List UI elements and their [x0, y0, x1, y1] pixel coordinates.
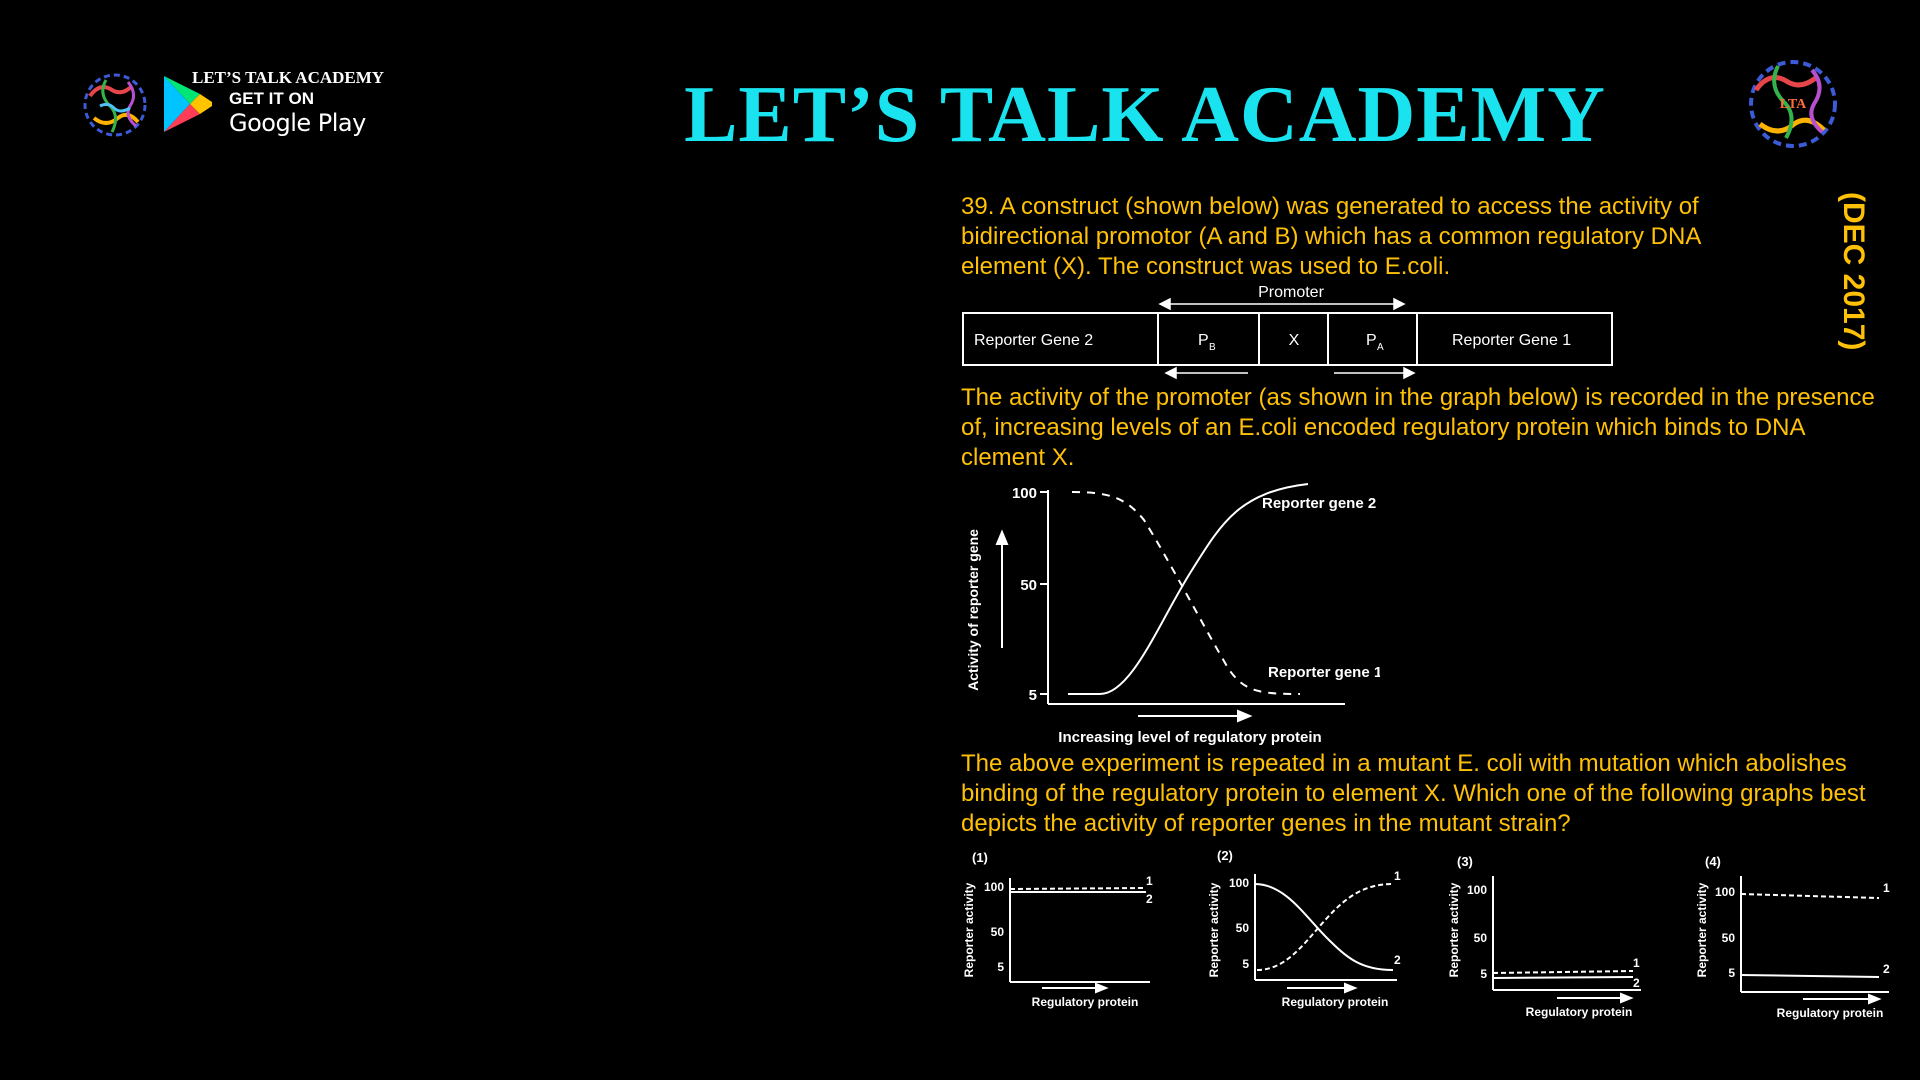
svg-text:Regulatory protein: Regulatory protein — [1526, 1005, 1633, 1019]
option-4-number: (4) — [1705, 854, 1721, 869]
svg-text:100: 100 — [984, 880, 1004, 894]
main-x-label: Increasing level of regulatory protein — [1058, 729, 1321, 746]
svg-text:100: 100 — [1229, 876, 1249, 890]
svg-text:5: 5 — [997, 960, 1004, 974]
option-2-number: (2) — [1217, 848, 1233, 863]
badge-academy-text: LET’S TALK ACADEMY — [192, 68, 385, 87]
reporter-gene-2-curve — [1068, 483, 1309, 695]
svg-text:1: 1 — [1633, 956, 1640, 970]
segment-pb-sub: B — [1209, 342, 1216, 353]
segment-pa-sub: A — [1377, 342, 1384, 353]
svg-text:Reporter activity: Reporter activity — [1207, 882, 1221, 977]
svg-text:2: 2 — [1394, 953, 1401, 967]
option-3-number: (3) — [1457, 854, 1473, 869]
svg-text:5: 5 — [1728, 966, 1735, 980]
svg-text:50: 50 — [991, 925, 1005, 939]
main-tick-50: 50 — [1020, 577, 1037, 594]
main-tick-100: 100 — [1012, 485, 1037, 502]
badge-google-play[interactable]: Google Play — [229, 109, 366, 137]
badge-get-it-on: GET IT ON — [229, 89, 314, 108]
google-play-icon[interactable] — [160, 74, 216, 134]
logo-lta-text: LTA — [1780, 97, 1807, 112]
option-1-number: (1) — [972, 850, 988, 865]
main-tick-5: 5 — [1029, 687, 1037, 704]
svg-text:2: 2 — [1146, 892, 1153, 906]
svg-text:1: 1 — [1883, 881, 1890, 895]
svg-text:Regulatory protein: Regulatory protein — [1032, 995, 1139, 1009]
option-1-graph[interactable]: (1) Reporter activity 100 50 5 1 2 Regul… — [960, 848, 1165, 1018]
molecule-logo-left-icon — [83, 73, 147, 137]
option-3-graph[interactable]: (3) Reporter activity 100 50 5 1 2 Regul… — [1445, 852, 1655, 1024]
svg-text:Regulatory protein: Regulatory protein — [1282, 995, 1389, 1009]
segment-pa: P — [1366, 332, 1377, 349]
promoter-label: Promoter — [1258, 284, 1324, 301]
segment-x: X — [1289, 332, 1300, 349]
svg-text:100: 100 — [1467, 883, 1487, 897]
question-activity-text: The activity of the promoter (as shown i… — [961, 384, 1875, 471]
svg-text:1: 1 — [1394, 869, 1401, 883]
svg-text:1: 1 — [1146, 874, 1153, 888]
option-2-graph[interactable]: (2) Reporter activity 100 50 5 1 2 Regul… — [1205, 846, 1410, 1018]
question-mutant-text: The above experiment is repeated in a mu… — [961, 750, 1866, 837]
question-intro: 39. A construct (shown below) was genera… — [961, 193, 1701, 280]
svg-text:50: 50 — [1722, 931, 1736, 945]
svg-text:50: 50 — [1236, 921, 1250, 935]
main-activity-graph: Activity of reporter gene 100 50 5 Repor… — [965, 483, 1380, 746]
reporter-gene-1-curve — [1071, 491, 1301, 695]
molecule-logo-right-icon: LTA — [1749, 60, 1837, 148]
series-label-reporter-gene-2: Reporter gene 2 — [1262, 495, 1376, 512]
main-y-label: Activity of reporter gene — [965, 529, 981, 691]
svg-text:5: 5 — [1242, 957, 1249, 971]
svg-text:2: 2 — [1883, 962, 1890, 976]
segment-reporter-gene-2: Reporter Gene 2 — [974, 332, 1093, 349]
svg-text:Reporter activity: Reporter activity — [1695, 882, 1709, 977]
exam-year-tag: (DEC 2017) — [1837, 192, 1870, 351]
svg-text:50: 50 — [1474, 931, 1488, 945]
svg-text:100: 100 — [1715, 885, 1735, 899]
svg-text:Regulatory protein: Regulatory protein — [1777, 1006, 1884, 1020]
svg-text:Reporter activity: Reporter activity — [1447, 882, 1461, 977]
segment-pb: P — [1198, 332, 1209, 349]
segment-reporter-gene-1: Reporter Gene 1 — [1452, 332, 1571, 349]
svg-text:2: 2 — [1633, 976, 1640, 990]
svg-text:5: 5 — [1480, 967, 1487, 981]
series-label-reporter-gene-1: Reporter gene 1 — [1268, 664, 1380, 681]
page-title: LET’S TALK ACADEMY — [684, 71, 1606, 159]
svg-text:Reporter activity: Reporter activity — [962, 882, 976, 977]
construct-diagram: Promoter Reporter Gene 2 P B X P A Repor… — [962, 284, 1613, 380]
option-4-graph[interactable]: (4) Reporter activity 100 50 5 1 2 Regul… — [1693, 852, 1903, 1024]
